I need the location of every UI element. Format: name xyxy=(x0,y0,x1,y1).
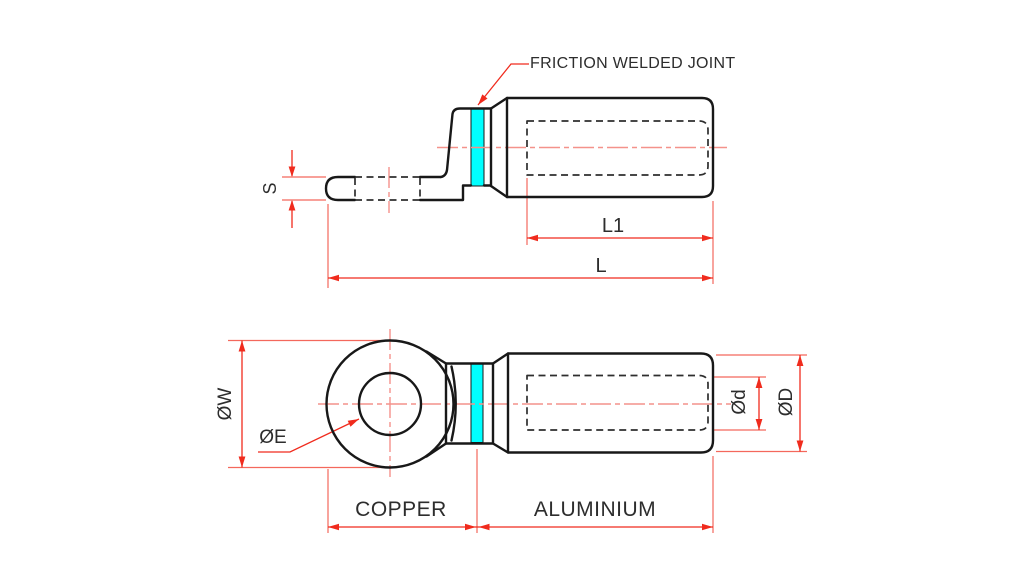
dimension-label-oe: ØE xyxy=(259,427,286,448)
s-extension-lines xyxy=(282,176,326,201)
oe-leader-arrow xyxy=(347,419,359,427)
od-inner-extension-lines xyxy=(713,376,766,431)
barrel-taper-side xyxy=(489,96,509,199)
dimension-label-od-inner: Ød xyxy=(729,389,750,414)
l1-arrow-right xyxy=(702,234,713,242)
aluminium-arrow-right xyxy=(702,523,713,531)
ring-hole-circle xyxy=(357,371,423,437)
dimension-label-od-outer: ØD xyxy=(776,388,797,417)
palm-outline xyxy=(324,175,473,202)
palm-hole-hidden-lines xyxy=(354,176,421,201)
ow-arrow-bottom xyxy=(238,456,246,468)
oe-leader-line xyxy=(258,418,360,453)
copper-arrow-left xyxy=(328,523,339,531)
ow-extension-lines xyxy=(228,339,388,469)
dimension-label-l: L xyxy=(595,255,606,277)
dimension-label-ow: ØW xyxy=(215,388,236,421)
od-inner-arrow-top xyxy=(755,377,763,388)
od-outer-extension-lines xyxy=(716,354,807,453)
collar-outline-side xyxy=(482,107,493,188)
od-outer-arrow-top xyxy=(796,355,804,366)
l-arrow-left xyxy=(328,274,339,282)
barrel-outline-plan xyxy=(506,352,715,454)
dimension-label-l1: L1 xyxy=(602,215,624,237)
riser-outline xyxy=(439,107,493,179)
ring-outer-circle xyxy=(325,339,455,469)
ow-arrow-top xyxy=(238,340,246,352)
side-view: FRICTION WELDED JOINT S L1 L xyxy=(260,55,735,288)
friction-joint-leader-line xyxy=(477,63,529,106)
barrel-taper-plan xyxy=(491,352,510,454)
bore-hidden-outline-plan xyxy=(526,374,709,431)
friction-joint-callout: FRICTION WELDED JOINT xyxy=(530,55,735,72)
barrel-outline-side xyxy=(505,96,715,199)
od-outer-arrow-bottom xyxy=(796,440,804,452)
s-arrow-top xyxy=(288,166,296,177)
material-label-copper: COPPER xyxy=(355,498,447,521)
material-label-aluminium: ALUMINIUM xyxy=(534,498,656,521)
friction-joint-leader-arrow xyxy=(478,94,488,105)
bore-hidden-outline-side xyxy=(526,120,709,176)
neck-outline xyxy=(444,362,495,445)
l1-arrow-left xyxy=(527,234,538,242)
ring-neck-tangents xyxy=(425,350,448,458)
neck-fillet-arc xyxy=(450,365,457,442)
aluminium-arrow-left xyxy=(478,523,490,531)
weld-band-plan xyxy=(470,363,484,443)
copper-arrow-right xyxy=(465,523,476,531)
l-arrow-right xyxy=(702,274,713,282)
dimension-label-s: S xyxy=(260,182,280,194)
s-arrow-bottom xyxy=(288,200,296,211)
od-inner-arrow-bottom xyxy=(755,419,763,430)
plan-view: ØW ØE Ød ØD COPPER ALUMINIUM xyxy=(215,329,807,533)
